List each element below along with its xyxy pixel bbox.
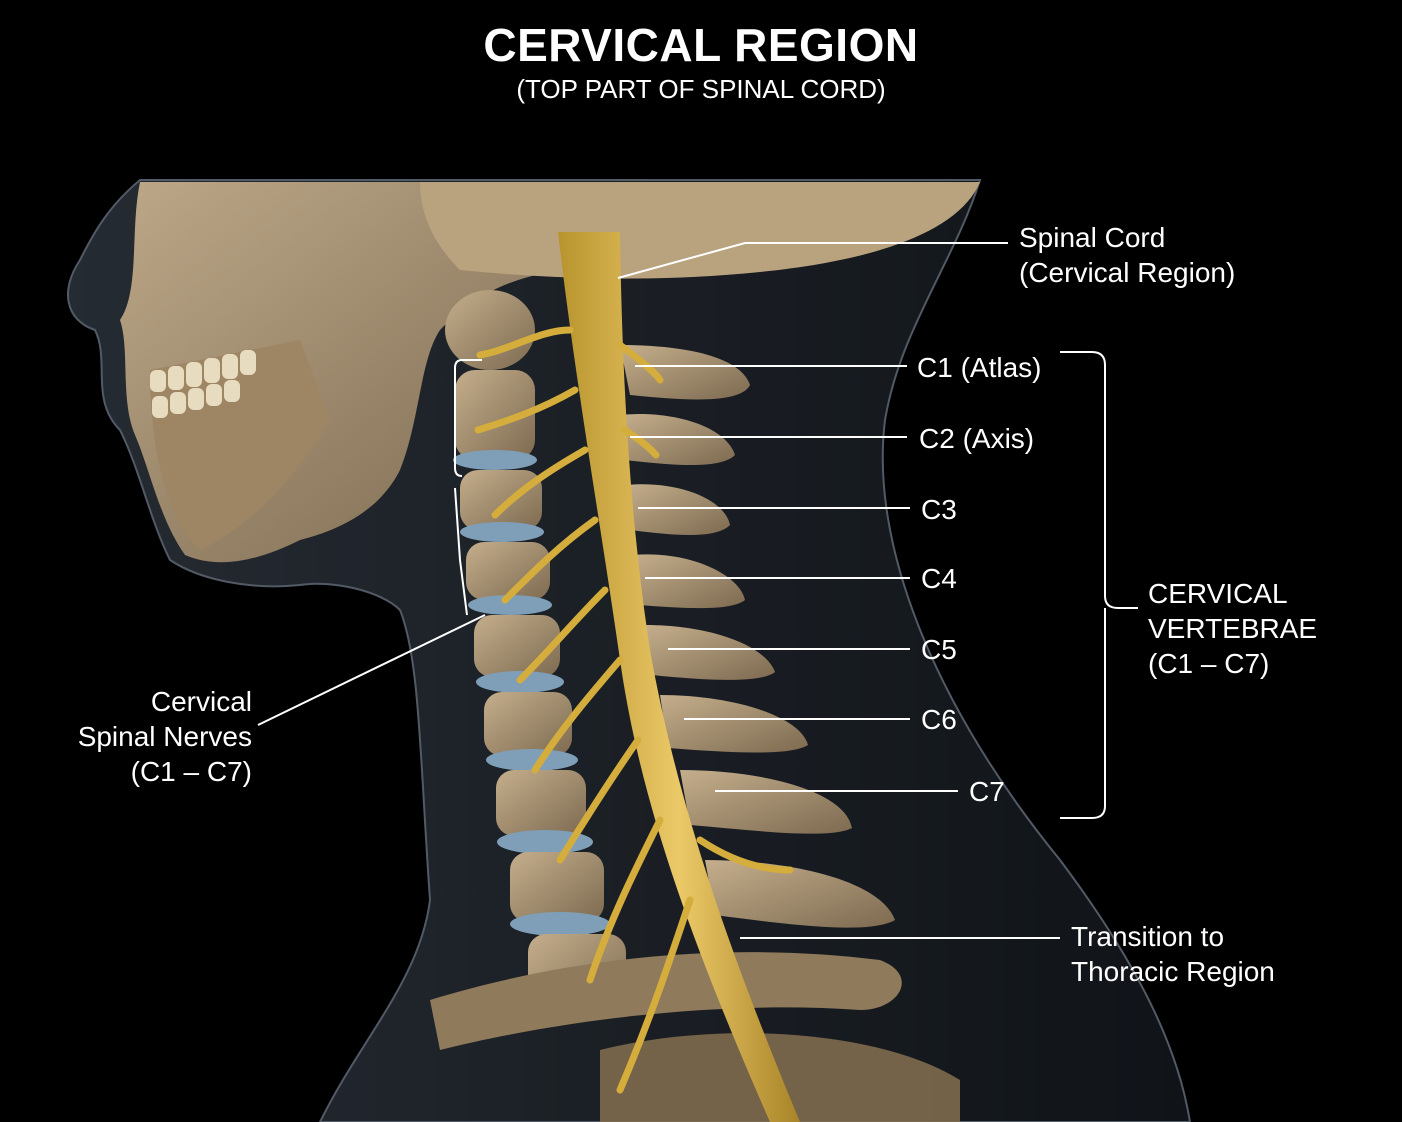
diagram-title: CERVICAL REGION xyxy=(483,19,919,71)
diagram-subtitle: (TOP PART OF SPINAL CORD) xyxy=(516,74,886,104)
occipital-bone xyxy=(420,182,980,279)
label-cervical-vertebrae-line1: CERVICAL xyxy=(1148,578,1288,609)
vertebral-column xyxy=(445,290,626,1014)
clavicle xyxy=(430,952,902,1050)
label-thoracic-line2: Thoracic Region xyxy=(1071,956,1275,987)
label-spinal-cord-line1: Spinal Cord xyxy=(1019,222,1166,253)
label-spinal-nerves-line2: Spinal Nerves xyxy=(77,721,252,752)
nerve-bracket xyxy=(454,359,482,616)
leader-spinal-nerves xyxy=(257,614,486,726)
label-c3: C3 xyxy=(921,494,957,525)
label-c1: C1 (Atlas) xyxy=(917,352,1042,383)
label-spinal-nerves: Cervical Spinal Nerves (C1 – C7) xyxy=(40,684,252,789)
label-c5: C5 xyxy=(921,634,957,665)
spinal-cord-shape xyxy=(558,232,800,1122)
label-thoracic-line1: Transition to xyxy=(1071,921,1225,952)
label-c6: C6 xyxy=(921,704,957,735)
label-thoracic-transition: Transition to Thoracic Region xyxy=(1071,919,1275,989)
label-spinal-nerves-line1: Cervical xyxy=(150,686,252,717)
label-cervical-vertebrae-line3: (C1 – C7) xyxy=(1148,648,1270,679)
label-c2: C2 (Axis) xyxy=(919,423,1035,454)
spinal-nerve-branches xyxy=(474,326,794,1094)
leader-spinal-cord xyxy=(617,242,1008,279)
label-spinal-cord: Spinal Cord (Cervical Region) xyxy=(1019,220,1235,290)
label-spinal-cord-line2: (Cervical Region) xyxy=(1019,257,1236,288)
label-spinal-nerves-line3: (C1 – C7) xyxy=(130,756,252,787)
label-cervical-vertebrae-line2: VERTEBRAE xyxy=(1148,613,1318,644)
vertebrae-bracket xyxy=(1060,351,1138,819)
leader-lines xyxy=(257,242,1138,939)
teeth xyxy=(150,350,256,418)
label-c4: C4 xyxy=(921,563,957,594)
label-cervical-vertebrae: CERVICAL VERTEBRAE (C1 – C7) xyxy=(1148,576,1317,681)
label-c7: C7 xyxy=(969,776,1005,807)
